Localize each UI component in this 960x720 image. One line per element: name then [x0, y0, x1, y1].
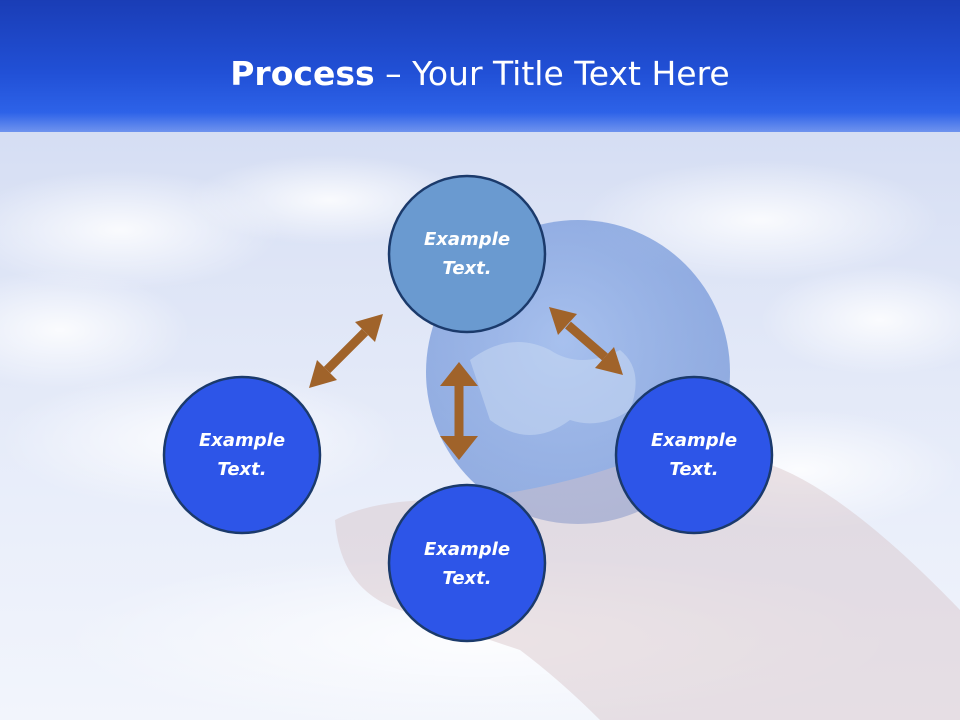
node-top-line2: Text.: [442, 258, 492, 279]
arrow-top-bottom: [440, 362, 478, 460]
node-label-left: Example Text.: [167, 426, 317, 484]
node-label-bottom: Example Text.: [392, 535, 542, 593]
slide-title: Process – Your Title Text Here: [0, 52, 960, 96]
process-node-top: [387, 174, 547, 334]
title-bar: Process – Your Title Text Here: [0, 0, 960, 132]
node-right-line1: Example: [650, 430, 738, 451]
process-node-left: [162, 375, 322, 535]
node-bottom-line1: Example: [423, 539, 511, 560]
arrow-top-left: [309, 314, 383, 388]
node-left-line1: Example: [198, 430, 286, 451]
node-bottom-line2: Text.: [442, 568, 492, 589]
node-label-right: Example Text.: [619, 426, 769, 484]
title-rest: – Your Title Text Here: [374, 54, 730, 93]
node-label-top: Example Text.: [392, 225, 542, 283]
process-node-bottom: [387, 483, 547, 643]
node-left-line2: Text.: [217, 459, 267, 480]
node-right-line2: Text.: [669, 459, 719, 480]
title-bold: Process: [230, 54, 375, 93]
node-top-line1: Example: [423, 229, 511, 250]
arrow-top-right: [549, 307, 623, 375]
process-node-right: [614, 375, 774, 535]
